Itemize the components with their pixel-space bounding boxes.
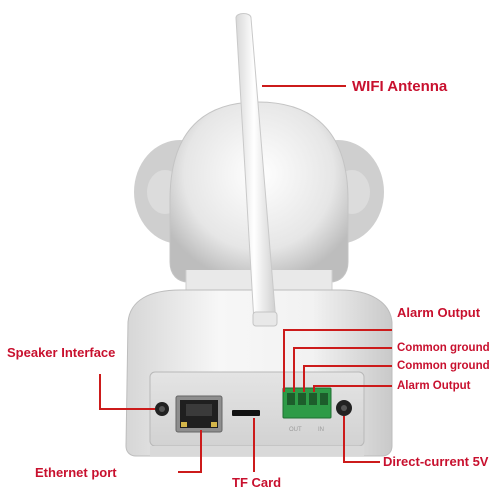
terminal-out-label: OUT — [289, 427, 302, 433]
label-common-ground-2: Common ground — [397, 360, 490, 372]
label-alarm-output-top: Alarm Output — [397, 305, 481, 320]
label-tf-card: TF Card — [232, 475, 282, 490]
label-speaker-interface: Speaker Interface — [7, 345, 116, 360]
dc-power-jack — [336, 400, 352, 416]
label-wifi-antenna: WIFI Antenna — [352, 78, 448, 95]
leader-speaker — [99, 374, 155, 410]
ethernet-port — [175, 395, 223, 433]
label-direct-current: Direct-current 5V — [383, 454, 489, 469]
speaker-jack — [155, 402, 169, 416]
wifi-antenna — [235, 13, 278, 327]
leader-ethernet — [178, 430, 202, 473]
alarm-terminal-block — [282, 387, 332, 419]
leader-dc — [343, 416, 380, 463]
leader-alarm-output-bottom — [313, 385, 392, 392]
label-ethernet-port: Ethernet port — [35, 465, 117, 480]
label-alarm-output-bottom: Alarm Output — [397, 380, 471, 392]
leader-alarm-output-top — [283, 329, 392, 392]
leader-common-ground-1 — [293, 347, 392, 392]
tf-card-slot — [232, 410, 260, 416]
leader-lines — [99, 85, 392, 473]
leader-common-ground-2 — [303, 365, 392, 392]
terminal-in-label: IN — [318, 427, 324, 433]
label-common-ground-1: Common ground — [397, 342, 490, 354]
